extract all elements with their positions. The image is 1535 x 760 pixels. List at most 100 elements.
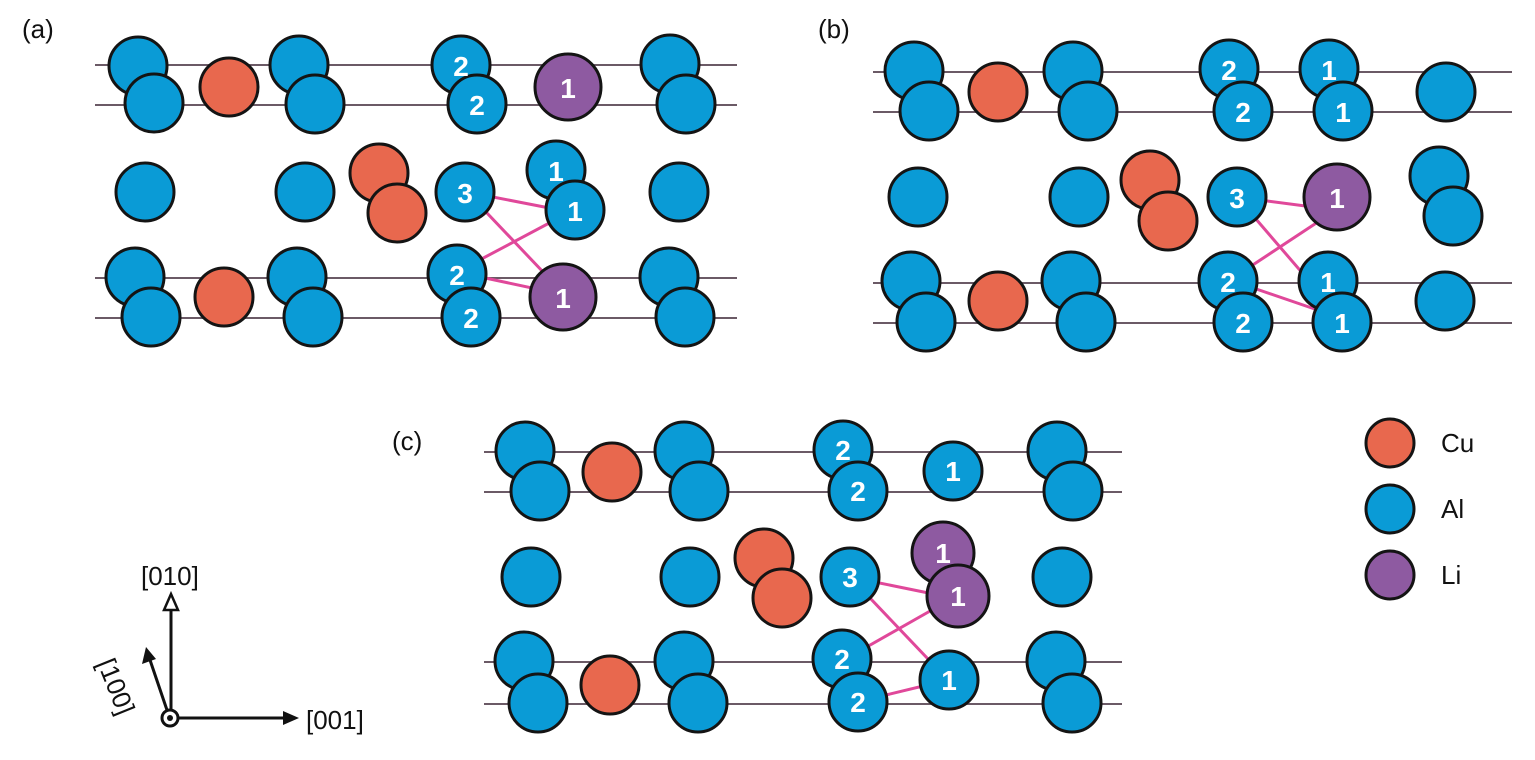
cu-atom [581,441,643,503]
al-atom [1312,80,1374,142]
site-numbers: 2 2 1 3 1 1 2 2 1 [834,435,966,718]
legend-item-cu: Cu [1364,417,1474,469]
al-atom [440,286,502,348]
al-atom [1206,166,1268,228]
al-atom [827,671,889,733]
svg-text:1: 1 [555,283,571,314]
li-atom [533,52,603,122]
al-atom [1414,270,1476,332]
al-atom [1031,546,1093,608]
li-atom [528,262,598,332]
svg-text:1: 1 [1335,97,1351,128]
al-atom [544,179,606,241]
arrow-diagonal-icon [142,647,156,664]
al-atom [446,73,508,135]
svg-text:2: 2 [850,476,866,507]
coordinate-axes: [010] [001] [100] [91,561,363,735]
svg-text:2: 2 [463,303,479,334]
al-atom [895,291,957,353]
al-atom [1057,80,1119,142]
svg-text:1: 1 [1329,183,1345,214]
al-atom [1055,291,1117,353]
al-atom [114,161,176,223]
svg-text:3: 3 [457,178,473,209]
cu-atom [193,266,255,328]
al-atom [120,286,182,348]
al-atom [654,286,716,348]
cu-atom [579,654,641,716]
al-atom [1041,672,1103,734]
axis-label-100: [100] [91,654,140,719]
cu-atom [751,567,813,629]
cu-atom [1137,190,1199,252]
al-atom [887,166,949,228]
arrow-up-icon [162,590,180,612]
panel-a-label: (a) [22,14,54,44]
site-numbers: 2 2 1 3 1 1 2 2 1 [449,51,583,334]
svg-text:1: 1 [941,665,957,696]
svg-text:2: 2 [1221,55,1237,86]
al-atom [500,546,562,608]
svg-text:2: 2 [850,687,866,718]
legend-item-al: Al [1364,483,1464,535]
svg-text:1: 1 [950,581,966,612]
al-atom [1048,166,1110,228]
axis-label-010: [010] [141,561,199,591]
svg-text:3: 3 [842,562,858,593]
al-atom [922,440,984,502]
axis-diagonal-line [148,659,171,717]
al-atom [667,672,729,734]
svg-text:3: 3 [1229,183,1245,214]
al-swatch-icon [1364,483,1416,535]
panel-a: (a) [22,14,737,348]
al-atom [918,649,980,711]
legend-label-cu: Cu [1441,428,1474,458]
al-atom [1212,80,1274,142]
svg-text:2: 2 [834,644,850,675]
atoms [880,38,1484,353]
al-atom [507,672,569,734]
cu-atom [967,61,1029,123]
svg-text:1: 1 [1321,55,1337,86]
svg-text:1: 1 [1334,308,1350,339]
atoms [493,419,1104,734]
al-atom [648,161,710,223]
site-numbers: 2 2 1 1 3 1 2 2 1 1 [1220,55,1351,339]
al-atom [123,72,185,134]
cu-atom [967,270,1029,332]
al-atom [274,161,336,223]
cu-atom [366,182,428,244]
svg-text:2: 2 [835,435,851,466]
svg-text:2: 2 [449,260,465,291]
al-atom [827,460,889,522]
svg-text:1: 1 [1320,267,1336,298]
al-atom [898,80,960,142]
svg-text:1: 1 [560,73,576,104]
lattice-planes [873,71,1512,324]
cu-atom [198,56,260,118]
al-atom [1415,61,1477,123]
arrow-right-icon [283,711,299,725]
svg-text:2: 2 [469,90,485,121]
svg-text:2: 2 [1235,308,1251,339]
svg-text:2: 2 [1220,267,1236,298]
svg-text:1: 1 [548,156,564,187]
legend-item-li: Li [1364,549,1461,601]
al-atom [282,286,344,348]
legend-label-li: Li [1441,560,1461,590]
svg-text:1: 1 [945,456,961,487]
li-atom [925,563,991,629]
al-atom [1212,291,1274,353]
axis-label-001: [001] [306,705,364,735]
al-atom [668,460,730,522]
legend-label-al: Al [1441,494,1464,524]
panel-b: (b) [818,14,1512,353]
al-atom [819,546,881,608]
panel-c-label: (c) [392,426,422,456]
legend: Cu Al Li [1364,417,1474,601]
li-atom [1302,162,1372,232]
al-atom [1042,460,1104,522]
al-atom [434,161,496,223]
svg-text:2: 2 [453,51,469,82]
